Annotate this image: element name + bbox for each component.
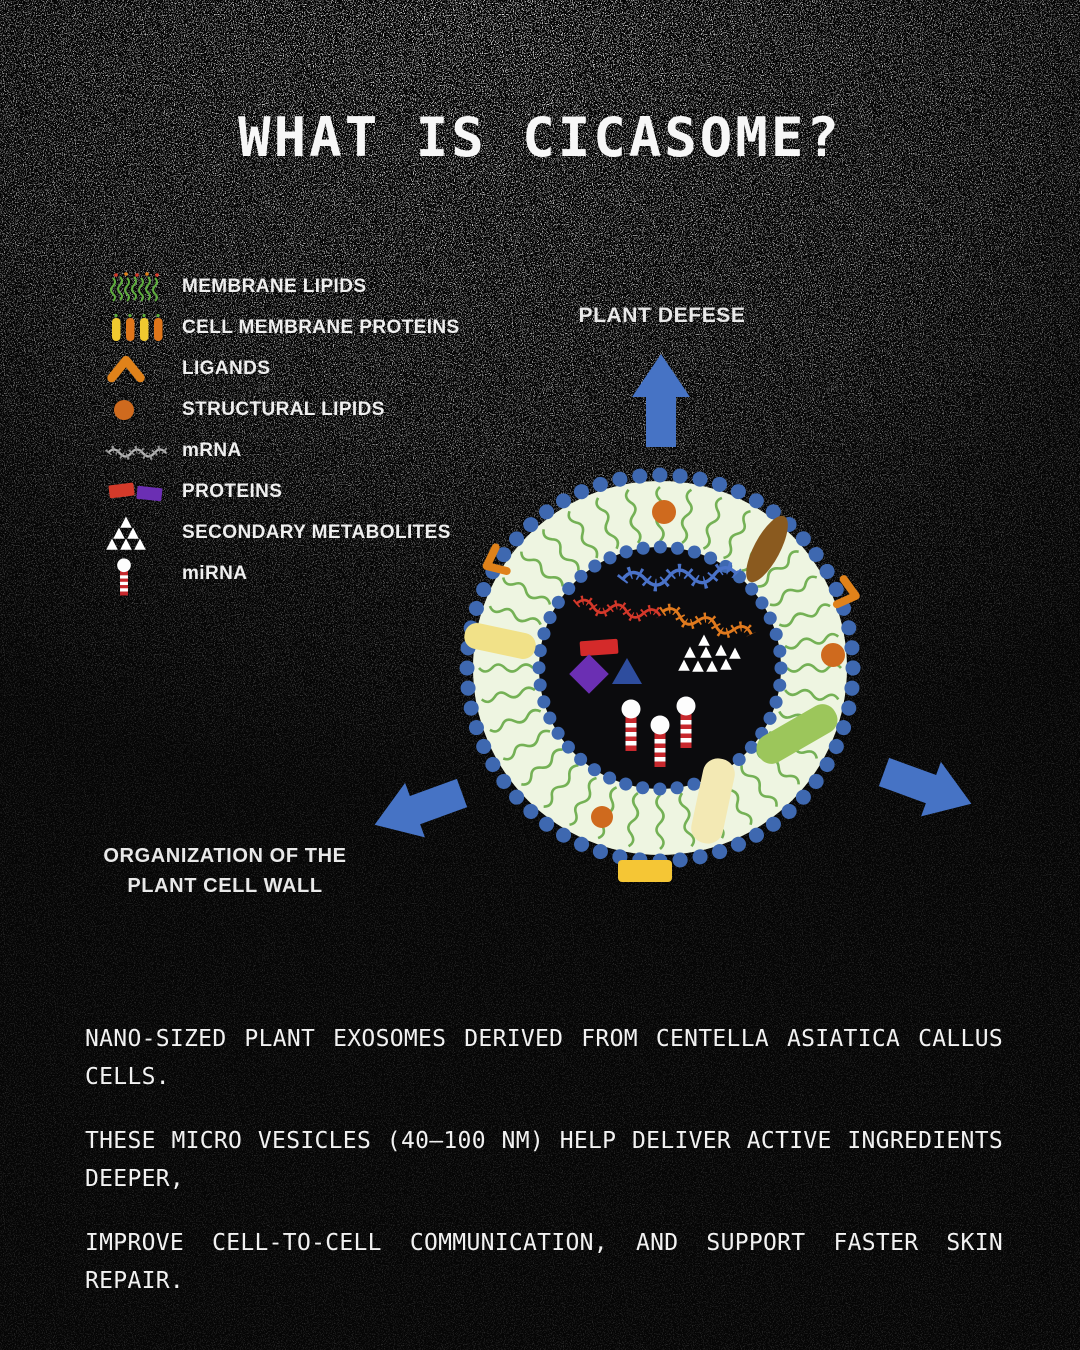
legend-label: STRUCTURAL LIPIDS (182, 398, 385, 420)
plant-defense-arrow (632, 354, 690, 447)
membrane-protein-green-right (756, 704, 838, 764)
legend-label: CELL MEMBRANE PROTEINS (182, 316, 460, 338)
legend: MEMBRANE LIPIDS CELL MEMBRANE PROTEINS (106, 266, 460, 595)
structural-lipid-right (821, 643, 845, 667)
page-title: WHAT IS CICASOME? (238, 106, 842, 169)
legend-label: miRNA (182, 562, 248, 584)
legend-item-membrane-lipids: MEMBRANE LIPIDS (106, 266, 460, 307)
cell-wall-label: ORGANIZATION OF THE PLANT CELL WALL (58, 841, 392, 901)
legend-label: SECONDARY METABOLITES (182, 521, 451, 543)
structural-lipids-icon (106, 396, 182, 424)
membrane-protein-yellow-left (464, 623, 536, 659)
legend-item-mirna: miRNA (106, 553, 460, 595)
exosome-cell (459, 467, 859, 882)
body-paragraph-3: IMPROVE CELL-TO-CELL COMMUNICATION, AND … (85, 1230, 1003, 1294)
protein-red-rect (579, 638, 619, 657)
structural-lipid-top (652, 500, 676, 524)
structural-lipid-bottom-left (591, 806, 613, 828)
protein-purple-diamond (569, 654, 609, 694)
cell-membrane-proteins-icon (106, 313, 182, 343)
cell-wall-label-line1: ORGANIZATION OF THE (103, 845, 347, 867)
legend-item-mrna: mRNA (106, 430, 460, 471)
legend-label: PROTEINS (182, 480, 283, 502)
legend-label: LIGANDS (182, 357, 271, 379)
legend-item-cell-membrane-proteins: CELL MEMBRANE PROTEINS (106, 307, 460, 348)
legend-item-structural-lipids: STRUCTURAL LIPIDS (106, 389, 460, 430)
body-text: NANO-SIZED PLANT EXOSOMES DERIVED FROM C… (85, 1020, 1003, 1326)
protein-blue-triangle (612, 658, 642, 684)
cell-wall-label-line2: PLANT CELL WALL (127, 875, 323, 897)
legend-item-ligands: LIGANDS (106, 348, 460, 389)
legend-label: mRNA (182, 439, 242, 461)
legend-label: MEMBRANE LIPIDS (182, 275, 367, 297)
lumen (539, 547, 781, 789)
legend-item-proteins: PROTEINS (106, 471, 460, 512)
proteins-icon (106, 476, 182, 508)
membrane-lipids-icon (106, 271, 182, 302)
membrane-protein-paleyellow-bottom (691, 758, 735, 844)
legend-item-secondary-metabolites: SECONDARY METABOLITES (106, 512, 460, 553)
body-paragraph-1: NANO-SIZED PLANT EXOSOMES DERIVED FROM C… (85, 1026, 1003, 1090)
inner-membrane-dots (532, 540, 788, 796)
membrane-protein-yellow-bottom-edge (618, 860, 672, 882)
membrane-oval-brown (746, 515, 788, 583)
cell-wall-arrow (364, 765, 472, 853)
delivery-arrow (874, 744, 982, 832)
plant-defense-label: PLANT DEFESE (578, 304, 746, 327)
body-paragraph-2: THESE MICRO VESICLES (40–100 NM) HELP DE… (85, 1128, 1003, 1192)
